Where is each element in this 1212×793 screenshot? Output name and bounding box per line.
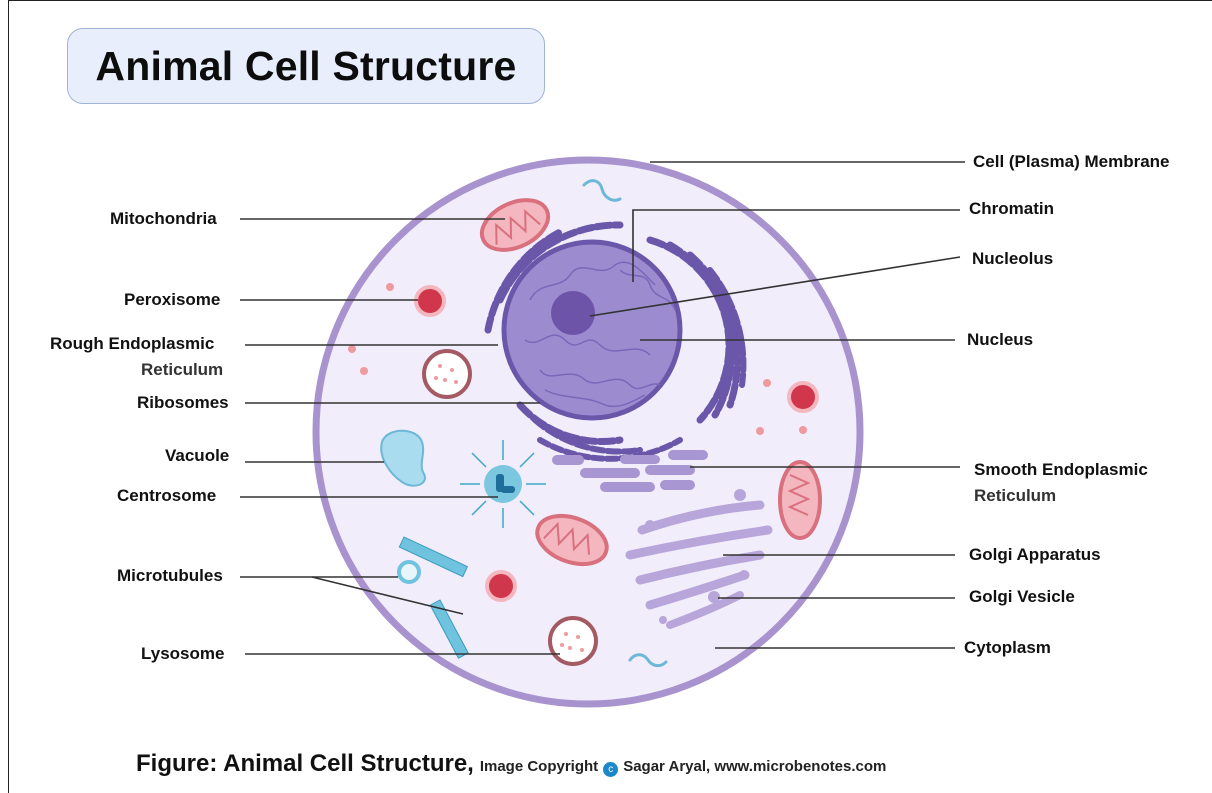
peroxisome [416, 287, 444, 315]
centrosome [460, 440, 546, 528]
label-microtubules: Microtubules [117, 566, 223, 586]
microtubule-cross-section [399, 562, 419, 582]
label-smooth-er-line1: Smooth Endoplasmic [974, 460, 1148, 480]
label-golgi-vesicle: Golgi Vesicle [969, 587, 1075, 607]
label-rough-er-line2: Reticulum [141, 360, 223, 380]
label-ribosomes: Ribosomes [137, 393, 229, 413]
label-lysosome: Lysosome [141, 644, 224, 664]
label-nucleolus: Nucleolus [972, 249, 1053, 269]
label-cytoplasm: Cytoplasm [964, 638, 1051, 658]
label-vacuole: Vacuole [165, 446, 229, 466]
label-rough-er-line1: Rough Endoplasmic [50, 334, 214, 354]
peroxisome-right [789, 383, 817, 411]
caption-prefix: Image Copyright [480, 758, 598, 775]
lysosome [550, 618, 596, 664]
nucleolus [551, 291, 595, 335]
caption-credit: Sagar Aryal, www.microbenotes.com [623, 758, 886, 775]
label-cell-membrane: Cell (Plasma) Membrane [973, 152, 1170, 172]
caption-main: Figure: Animal Cell Structure, [136, 750, 474, 778]
label-smooth-er-line2: Reticulum [974, 486, 1056, 506]
label-nucleus: Nucleus [967, 330, 1033, 350]
label-peroxisome: Peroxisome [124, 290, 220, 310]
mitochondrion-right [780, 462, 820, 538]
figure-caption: Figure: Animal Cell Structure, Image Cop… [136, 750, 886, 778]
copyright-icon: c [603, 762, 618, 777]
label-chromatin: Chromatin [969, 199, 1054, 219]
label-golgi-apparatus: Golgi Apparatus [969, 545, 1101, 565]
lysosome-upper [424, 351, 470, 397]
peroxisome-lower [487, 572, 515, 600]
label-mitochondria: Mitochondria [110, 209, 217, 229]
label-centrosome: Centrosome [117, 486, 216, 506]
